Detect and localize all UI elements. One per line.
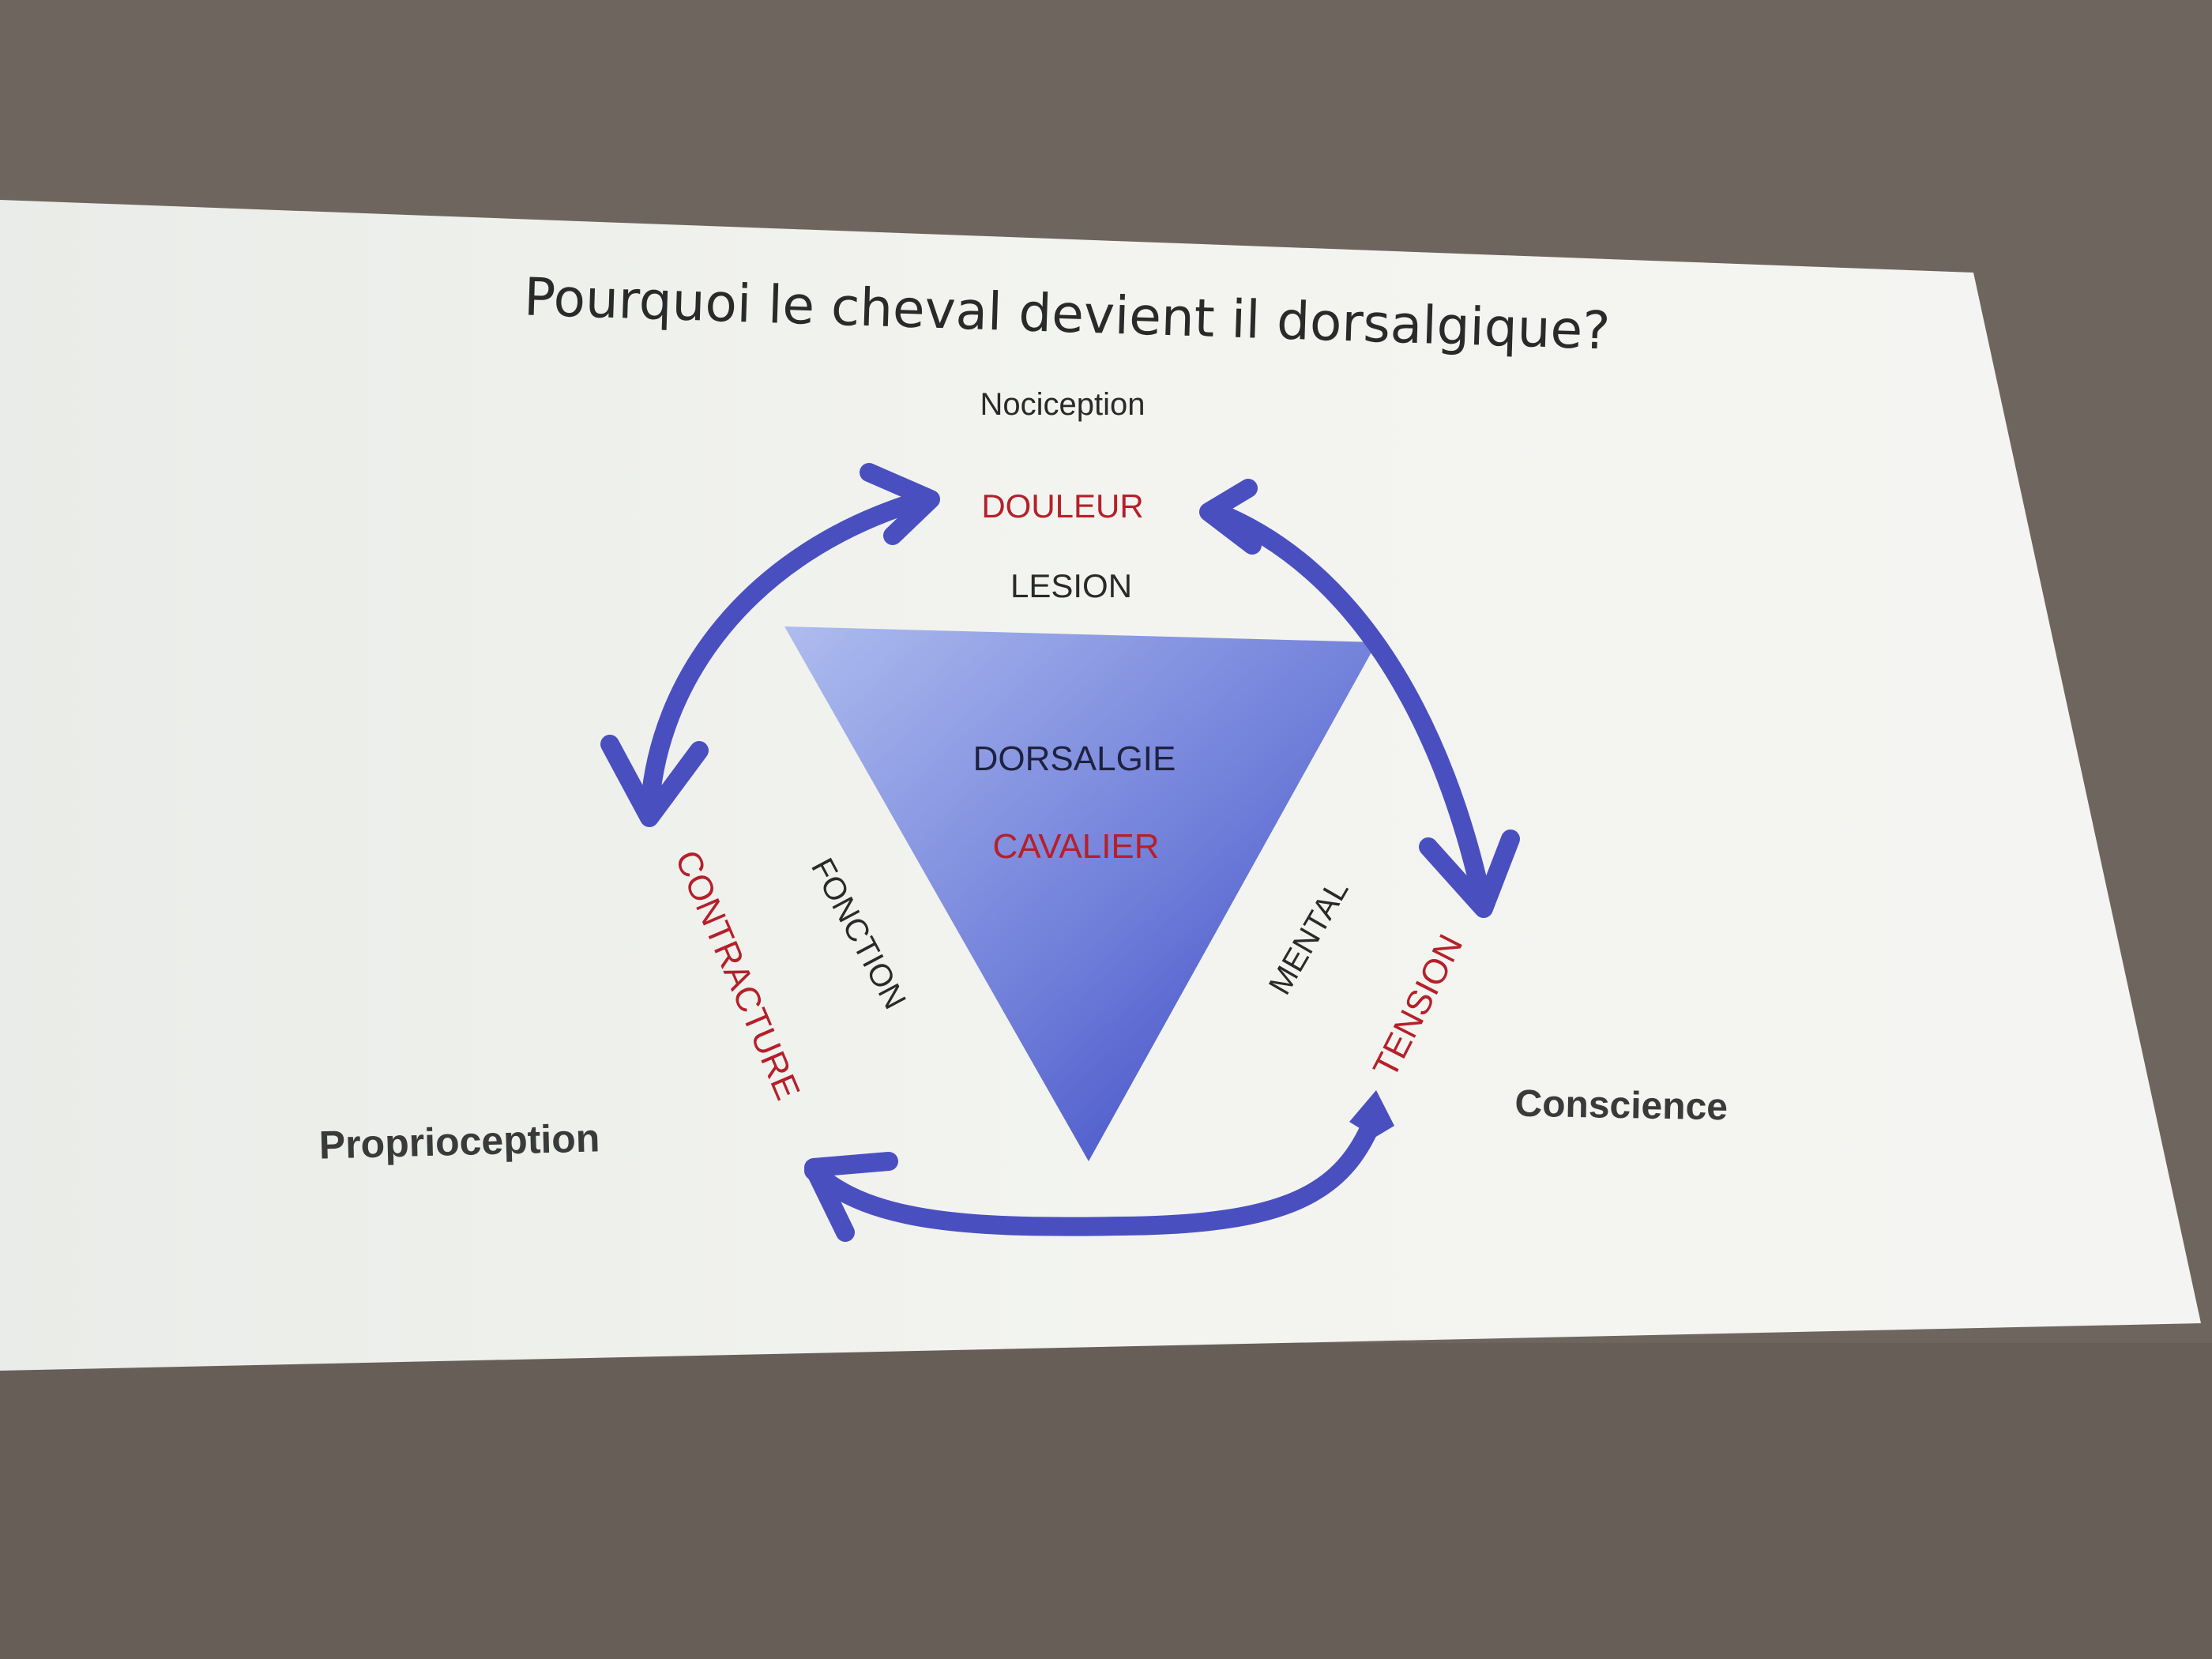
arrow-douleur-contracture (600, 463, 940, 827)
arrow-douleur-tension (1199, 479, 1520, 918)
cycle-label-douleur: DOULEUR (981, 487, 1143, 525)
dorsalgie-triangle (784, 626, 1377, 1161)
label-nociception: Nociception (980, 387, 1145, 422)
label-proprioception: Proprioception (318, 1115, 600, 1167)
side-label-lesion: LESION (1010, 567, 1132, 604)
arrow-contracture-tension (804, 1090, 1394, 1242)
center-label-cavalier: CAVALIER (992, 827, 1159, 866)
wall-lower-shade (0, 1343, 2212, 1659)
center-label-dorsalgie: DORSALGIE (973, 739, 1176, 778)
label-conscience: Conscience (1514, 1083, 1728, 1129)
